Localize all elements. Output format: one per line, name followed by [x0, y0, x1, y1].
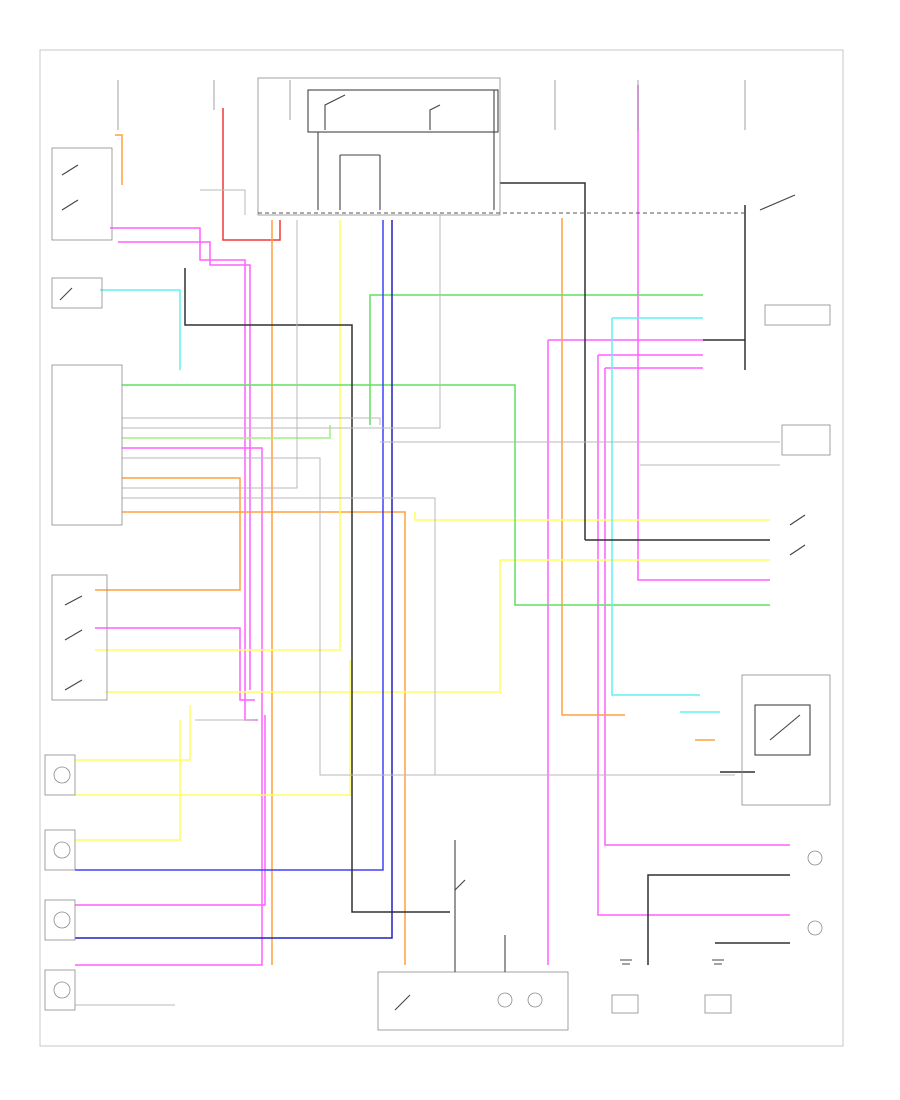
- wire-green-2: [369, 294, 703, 425]
- relay-icon: [754, 704, 811, 756]
- wire-cyan-1: [100, 289, 181, 370]
- headlamp-switch-right: [764, 304, 831, 326]
- lamp-icon: [807, 850, 823, 866]
- wire-gray-5: [122, 497, 436, 775]
- wire-gray-6: [122, 220, 298, 489]
- lamp-icon: [807, 920, 823, 936]
- wire-pink-12: [95, 627, 255, 701]
- relay-block: [307, 89, 499, 133]
- wire-lightgreen-1: [122, 425, 331, 439]
- wire-pink-8: [597, 355, 790, 916]
- wire-yellow-6: [75, 660, 351, 796]
- wire-gray-7: [200, 189, 246, 215]
- wire-blue-1: [75, 220, 384, 871]
- relay-coil-icon: [429, 104, 441, 130]
- body-control-module: [51, 364, 123, 526]
- wire-pink-1: [110, 227, 258, 721]
- switch-icon: [61, 164, 79, 176]
- switch-icon: [789, 544, 806, 556]
- wire-orange-3: [95, 477, 241, 591]
- wire-yellow-5: [75, 705, 191, 761]
- wire-gray-2: [122, 215, 441, 429]
- headlamp-switch: [51, 147, 113, 241]
- fuse-block: [257, 77, 501, 216]
- switch-icon: [789, 514, 806, 526]
- sensor-left: [611, 994, 639, 1014]
- fog-lamp-switch: [51, 277, 103, 309]
- wire-yellow-3: [414, 512, 770, 521]
- wire-red: [222, 108, 281, 241]
- wire-black-4: [647, 874, 790, 965]
- lamp-housing: [44, 754, 76, 1011]
- wire-yellow-4: [75, 720, 181, 841]
- relay-switch-icon: [769, 714, 801, 741]
- sensor-right: [704, 994, 732, 1014]
- wire-pink-2: [118, 241, 251, 690]
- switch-icon: [64, 629, 83, 641]
- wire-gray-3: [122, 457, 735, 776]
- connector-icon: [781, 424, 831, 456]
- switch-icon: [59, 287, 73, 301]
- wire-layer: [75, 85, 790, 1006]
- wire-orange-4: [122, 511, 406, 965]
- relay-switch-icon: [324, 94, 346, 130]
- wire-pink-3: [75, 447, 263, 966]
- switch-icon: [64, 679, 83, 691]
- fuse-icon: [117, 80, 746, 130]
- wire-orange-1: [115, 134, 123, 185]
- wire-green-1: [122, 384, 770, 606]
- wire-black-3: [500, 182, 586, 540]
- wire-dark-blue-1: [75, 220, 393, 939]
- dimmer-switch: [51, 574, 108, 701]
- ground-icon: [620, 959, 724, 965]
- park-brake-switch-icon: [454, 840, 466, 892]
- wire-black-1: [184, 268, 450, 913]
- wire-pink-11: [637, 85, 770, 581]
- lamp-icon: [497, 992, 513, 1008]
- switch-icon: [759, 194, 796, 211]
- drl-switch-block: [377, 971, 569, 1031]
- wire-pink-4: [75, 715, 266, 906]
- switch-icon: [61, 199, 79, 211]
- component-layer: [44, 77, 831, 1031]
- switch-icon: [64, 595, 83, 606]
- wire-yellow-2: [105, 559, 770, 693]
- lamp-icon: [53, 766, 71, 999]
- lamp-icon: [527, 992, 543, 1008]
- wire-pink-10: [604, 368, 790, 846]
- switch-icon: [394, 994, 411, 1011]
- diagram-frame: [39, 49, 844, 1047]
- wire-orange-5: [561, 218, 625, 716]
- wire-gray-1: [122, 417, 381, 425]
- wire-yellow-1: [95, 220, 341, 651]
- wire-cyan-3: [611, 318, 700, 696]
- relay-center: [741, 674, 831, 806]
